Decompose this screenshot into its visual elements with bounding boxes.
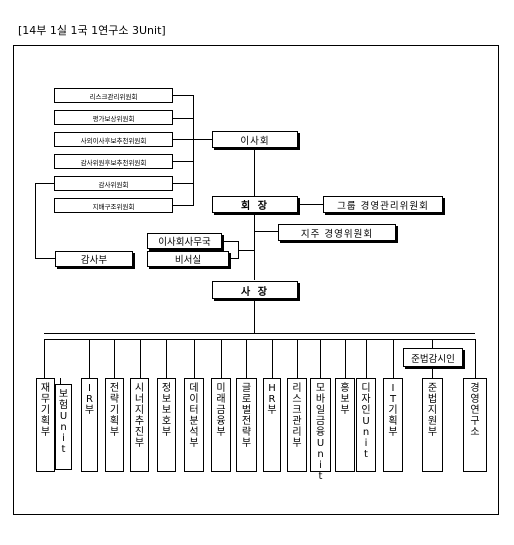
committee-box: 평가보상위원회 (54, 110, 173, 125)
chairman-box: 회 장 (212, 196, 298, 213)
committee-box: 감사위원후보추천위원회 (54, 154, 173, 169)
board-secretariat-box: 이사회사무국 (147, 233, 222, 249)
compliance-officer-box: 준법감시인 (403, 348, 463, 367)
audit-dept-box: 감사부 (55, 251, 133, 267)
committee-box: 리스크관리위원회 (54, 88, 173, 103)
committee-box: 사외이사후보추천위원회 (54, 132, 173, 147)
secretary-office-box: 비서실 (147, 251, 229, 267)
group-committee-box: 그룹 경영관리위원회 (323, 196, 443, 213)
committee-box: 지배구조위원회 (54, 198, 173, 213)
president-box: 사 장 (212, 281, 298, 299)
page-title: [14부 1실 1국 1연구소 3Unit] (18, 24, 166, 37)
board-box: 이사회 (212, 131, 298, 148)
org-chart-frame (13, 45, 499, 515)
holding-committee-box: 지주 경영위원회 (278, 224, 396, 241)
committee-box: 감사위원회 (54, 176, 173, 191)
